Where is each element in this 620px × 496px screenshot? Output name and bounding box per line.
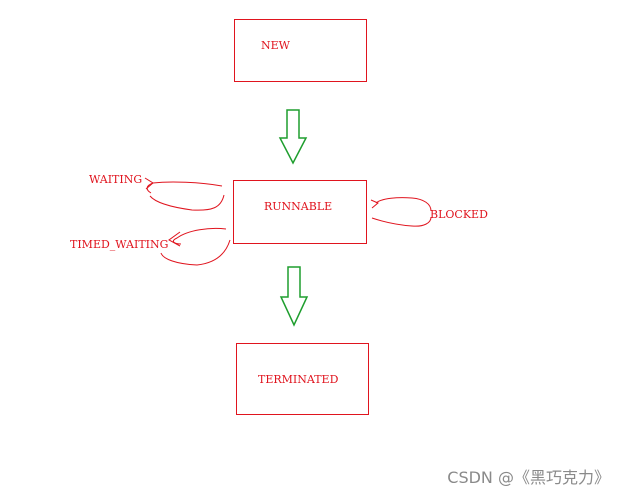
blocked-label: BLOCKED <box>430 208 488 221</box>
runnable-state-box <box>233 180 367 244</box>
terminated-state-label: TERMINATED <box>258 373 339 386</box>
waiting-label: WAITING <box>89 173 143 186</box>
runnable-state-label: RUNNABLE <box>264 200 333 213</box>
new-state-box <box>234 19 367 82</box>
watermark: CSDN @《黑巧克力》 <box>447 468 610 487</box>
new-to-runnable-arrow <box>278 109 308 165</box>
blocked-loop-arrow <box>370 197 432 227</box>
timed-waiting-loop-arrow <box>160 227 231 266</box>
new-state-label: NEW <box>261 39 290 52</box>
runnable-to-terminated-arrow <box>279 266 309 327</box>
waiting-loop-arrow <box>144 177 225 211</box>
timed-waiting-label: TIMED_WAITING <box>70 238 169 251</box>
terminated-state-box <box>236 343 369 415</box>
